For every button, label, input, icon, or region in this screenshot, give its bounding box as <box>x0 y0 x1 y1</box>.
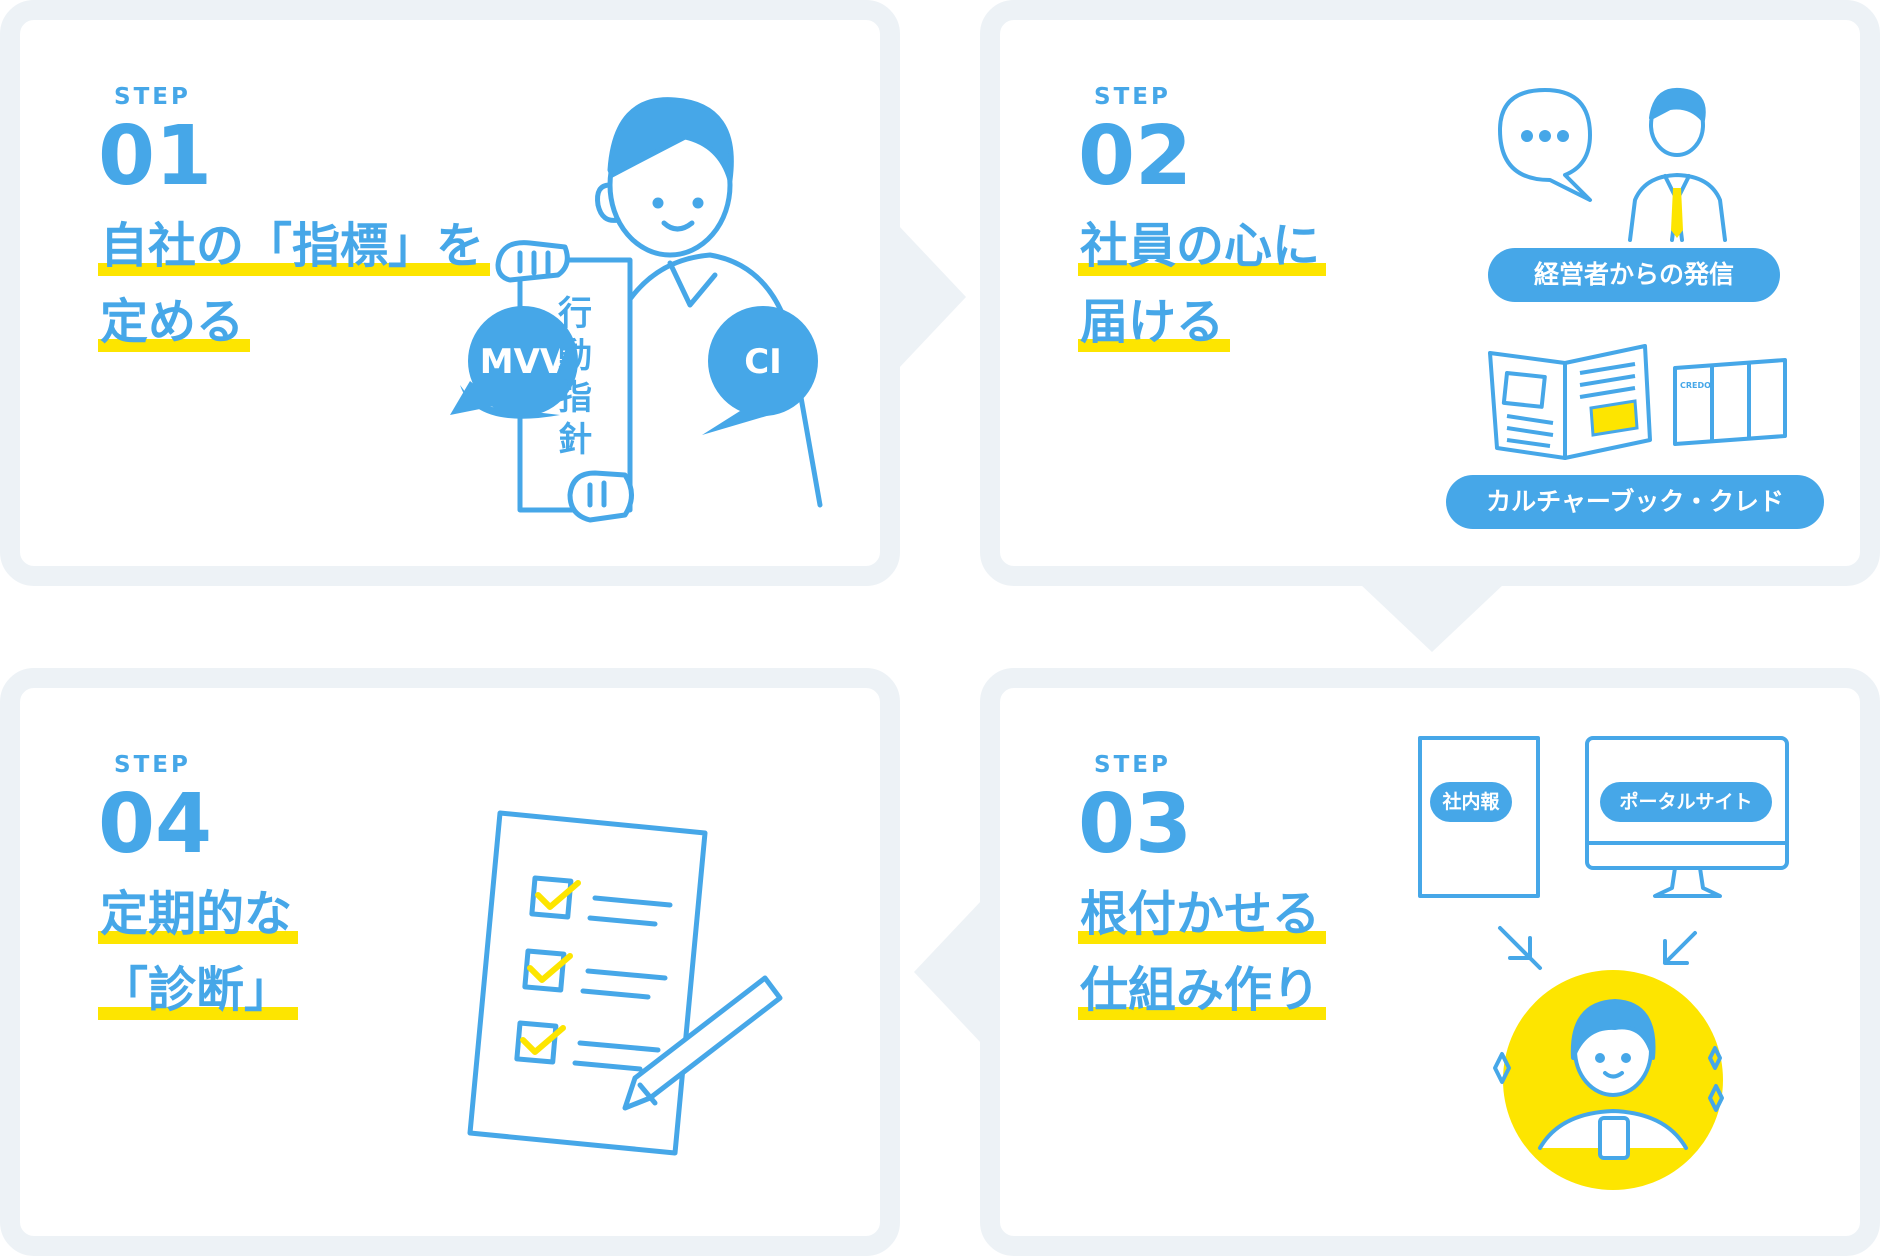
sign-char-3: 指 <box>558 378 592 418</box>
step-number: 04 <box>98 777 213 872</box>
pill-executive-message: 経営者からの発信 <box>1488 248 1780 302</box>
step-card-01: STEP 01 自社の「指標」を 定める <box>0 0 900 586</box>
arrow-step1-to-step2 <box>898 225 966 369</box>
step-label: STEP <box>114 84 191 110</box>
step-label: STEP <box>1094 84 1171 110</box>
step-number: 03 <box>1078 777 1193 872</box>
internal-channels-illustration <box>1418 736 1789 1190</box>
step-title-line-1: 社員の心に <box>1080 218 1321 274</box>
step-title-line-2: 定める <box>100 294 245 350</box>
credo-booklet-label: CREDO <box>1680 381 1711 390</box>
step-card-04: STEP 04 定期的な 「診断」 <box>0 668 900 1256</box>
sparkle-icon <box>1493 1052 1511 1084</box>
step-title-line-1: 根付かせる <box>1080 886 1321 942</box>
speech-bubble-icon <box>1498 88 1592 202</box>
step-title-line-2: 仕組み作り <box>1080 962 1321 1018</box>
step-number: 01 <box>98 109 213 204</box>
man-holding-guideline-illustration: MVV CI 行 動 指 針 <box>450 97 823 523</box>
step-label: STEP <box>1094 752 1171 778</box>
arrow-step3-to-step4 <box>914 900 982 1044</box>
step-title-line-1: 自社の「指標」を <box>100 218 485 274</box>
bubble-mvv: MVV <box>480 342 567 382</box>
arrow-down-right-icon <box>1498 926 1542 970</box>
step-title-line-1: 定期的な <box>100 886 293 942</box>
step-label: STEP <box>114 752 191 778</box>
step-card-02: STEP 02 社員の心に 届ける <box>980 0 1880 586</box>
step-title-line-2: 「診断」 <box>100 962 293 1018</box>
executive-message-illustration <box>1498 87 1727 242</box>
step-title: 根付かせる 仕組み作り <box>1078 876 1327 1028</box>
step-title: 社員の心に 届ける <box>1078 208 1327 360</box>
culture-book-illustration: CREDO <box>1488 344 1787 460</box>
bubble-ci: CI <box>744 342 782 382</box>
step-title: 定期的な 「診断」 <box>98 876 299 1028</box>
step-title-line-2: 届ける <box>1080 294 1225 350</box>
pill-company-newsletter: 社内報 <box>1430 782 1512 822</box>
pill-culture-book-credo: カルチャーブック・クレド <box>1446 475 1824 529</box>
step-card-03: STEP 03 根付かせる 仕組み作り <box>980 668 1880 1256</box>
step-number: 02 <box>1078 109 1193 204</box>
sign-char-1: 行 <box>558 294 592 334</box>
sign-char-4: 針 <box>558 420 592 460</box>
sign-char-2: 動 <box>558 336 592 376</box>
pill-portal-site: ポータルサイト <box>1600 782 1772 822</box>
arrow-down-left-icon <box>1663 931 1697 965</box>
checklist-diagnosis-illustration <box>467 810 783 1156</box>
arrow-step2-to-step3 <box>1360 584 1504 652</box>
step-title: 自社の「指標」を 定める <box>98 208 491 360</box>
